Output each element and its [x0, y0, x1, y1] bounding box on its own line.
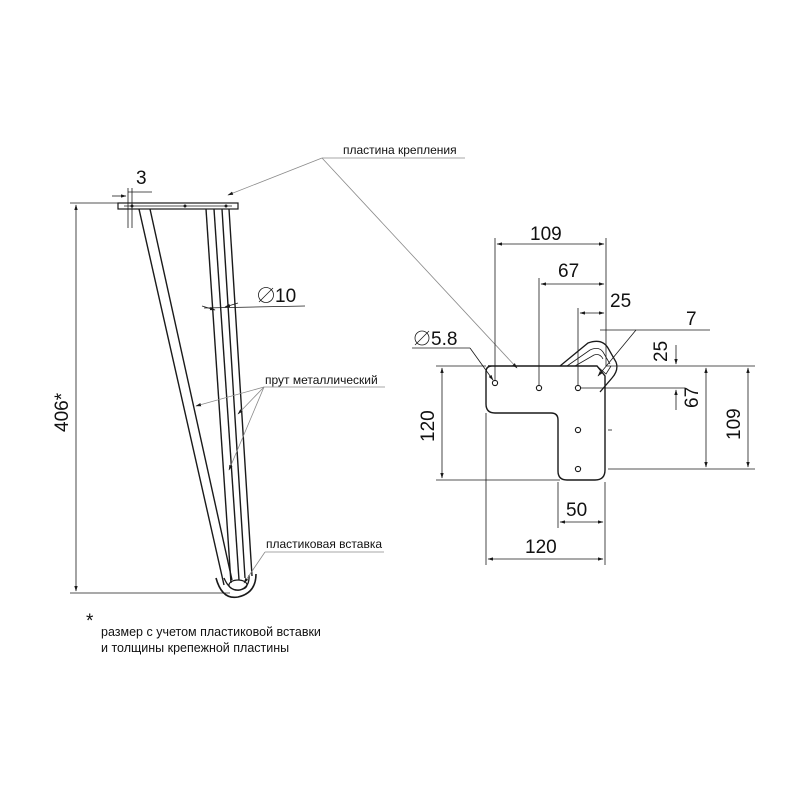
dim-plate-height: 120 [418, 365, 560, 481]
dim-plate-thickness: 3 [112, 168, 152, 228]
footnote-asterisk: * [86, 611, 94, 632]
hairpin-leg: 3 10 406* пластина крепления [52, 143, 518, 599]
dim-hole-diameter: 5.8 [412, 329, 494, 381]
dim-rod-diameter: 10 [201, 286, 306, 311]
footnote-line-1: размер с учетом пластиковой вставки [101, 625, 321, 639]
mounting-plate-side [117, 202, 239, 210]
dim-109-right-text: 109 [724, 408, 745, 440]
rod-left [138, 208, 233, 586]
leader-plastic-insert: пластиковая вставка [243, 537, 384, 584]
dim-120-bottom-text: 120 [525, 537, 557, 558]
rod-right [221, 208, 253, 579]
dim-50-text: 50 [566, 500, 587, 521]
dim-67-top-text: 67 [558, 261, 579, 282]
mounting-plate-top-view: 5.8 109 67 25 7 [412, 224, 755, 565]
leader-metal-rod: прут металлический [195, 373, 385, 471]
dim-10-text: 10 [275, 286, 296, 307]
dim-25-top-text: 25 [610, 291, 631, 312]
dim-top-chain: 109 67 25 [494, 224, 631, 385]
dim-120-left-text: 120 [418, 410, 439, 442]
dim-3-text: 3 [136, 168, 147, 189]
footnote-line-2: и толщины крепежной пластины [101, 641, 289, 655]
dim-67-right-text: 67 [682, 387, 703, 408]
dim-406-text: 406* [52, 392, 73, 432]
plastic-insert-shape [215, 573, 257, 599]
plate-outline [485, 365, 606, 481]
mounting-holes [491, 379, 582, 473]
dim-total-height: 406* [52, 202, 230, 594]
dim-right-chain: 25 67 109 [580, 341, 755, 470]
label-metal-rod: прут металлический [265, 373, 378, 387]
footnote: * размер с учетом пластиковой вставки и … [86, 611, 321, 655]
dim-25-right-text: 25 [651, 341, 672, 362]
rod-middle [205, 208, 240, 584]
dim-edge-offset: 7 [597, 309, 710, 377]
dim-109-top-text: 109 [530, 224, 562, 245]
dim-5-8-text: 5.8 [431, 329, 457, 350]
label-mounting-plate: пластина крепления [343, 143, 457, 157]
rod-stubs [559, 340, 618, 393]
label-plastic-insert: пластиковая вставка [266, 537, 382, 551]
dim-7-text: 7 [686, 309, 697, 330]
leader-mounting-plate: пластина крепления [227, 143, 518, 369]
dim-bottom-chain: 50 120 [485, 413, 606, 565]
